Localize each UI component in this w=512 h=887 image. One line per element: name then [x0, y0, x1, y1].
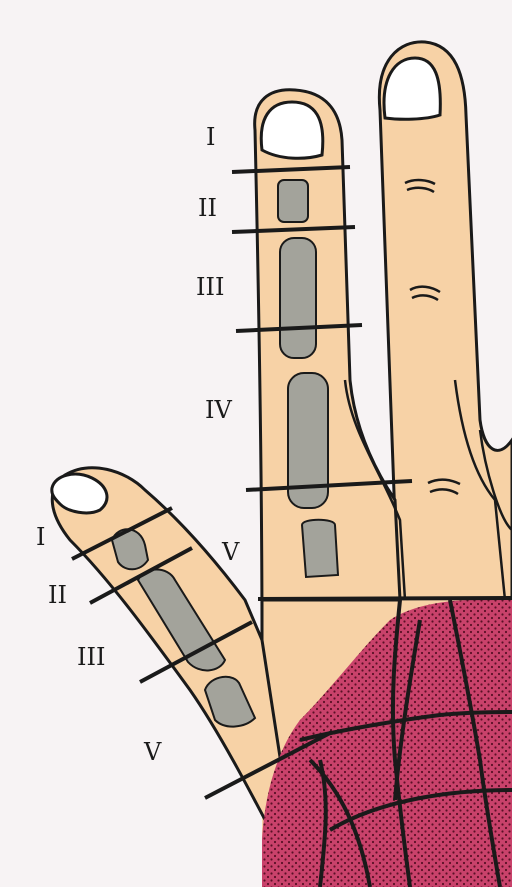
thumb-label-V: V: [143, 738, 162, 766]
index-finger-labels: I II III IV V: [196, 123, 240, 566]
index-label-II: II: [198, 194, 217, 222]
index-bone-middle: [280, 238, 316, 358]
thumb-label-I: I: [36, 523, 45, 551]
index-fingernail: [261, 102, 323, 158]
thumb-label-III: III: [77, 643, 105, 671]
thumb-label-II: II: [48, 581, 67, 609]
index-label-III: III: [196, 273, 224, 301]
index-label-I: I: [206, 123, 215, 151]
index-label-V: V: [221, 538, 240, 566]
index-bone-distal: [278, 180, 308, 222]
index-bone-metacarpal-head: [302, 520, 338, 577]
index-label-IV: IV: [205, 396, 232, 424]
